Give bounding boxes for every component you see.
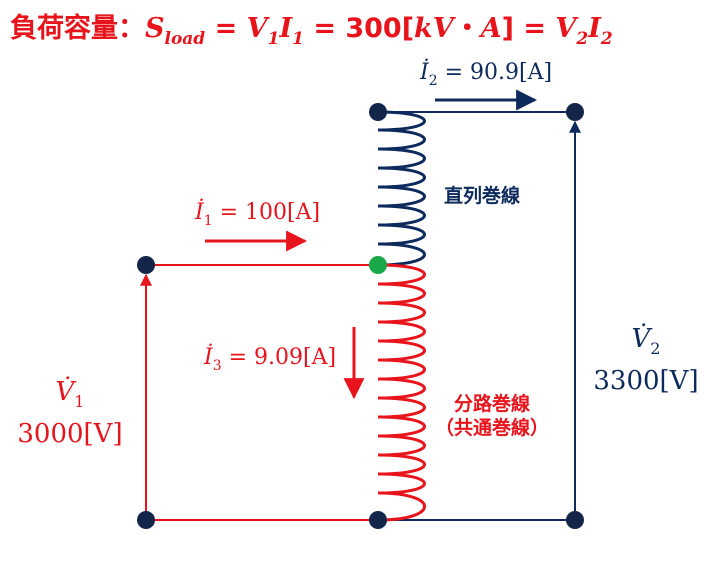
i2-current-label: İ2 = 90.9[A]: [420, 60, 553, 89]
v2-voltage-label: V̇2 3300[V]: [584, 323, 708, 397]
series-winding-label: 直列巻線: [444, 185, 521, 207]
terminal-node: [369, 511, 387, 529]
shunt-winding-name: 分路巻線: [453, 393, 530, 415]
common-winding-name: （共通巻線）: [434, 417, 549, 439]
i3-current-label: İ3 = 9.09[A]: [204, 345, 337, 374]
shunt-winding-label: 分路巻線 （共通巻線）: [430, 392, 554, 440]
terminal-node: [566, 511, 584, 529]
shunt-winding-coil: [377, 263, 426, 522]
terminal-node: [566, 103, 584, 121]
v2-voltage-value: 3300[V]: [593, 366, 699, 396]
tap-node: [369, 256, 387, 274]
terminal-node: [369, 103, 387, 121]
load-capacity-title: 負荷容量：Sload = V1I1 = 300[kV・A] = V2I2: [10, 13, 613, 49]
terminal-node: [137, 256, 155, 274]
terminal-node: [137, 511, 155, 529]
series-winding-coil: [377, 110, 426, 267]
v1-voltage-value: 3000[V]: [17, 419, 123, 449]
i1-current-label: İ1 = 100[A]: [195, 200, 321, 229]
v1-voltage-label: V̇1 3000[V]: [8, 376, 132, 450]
